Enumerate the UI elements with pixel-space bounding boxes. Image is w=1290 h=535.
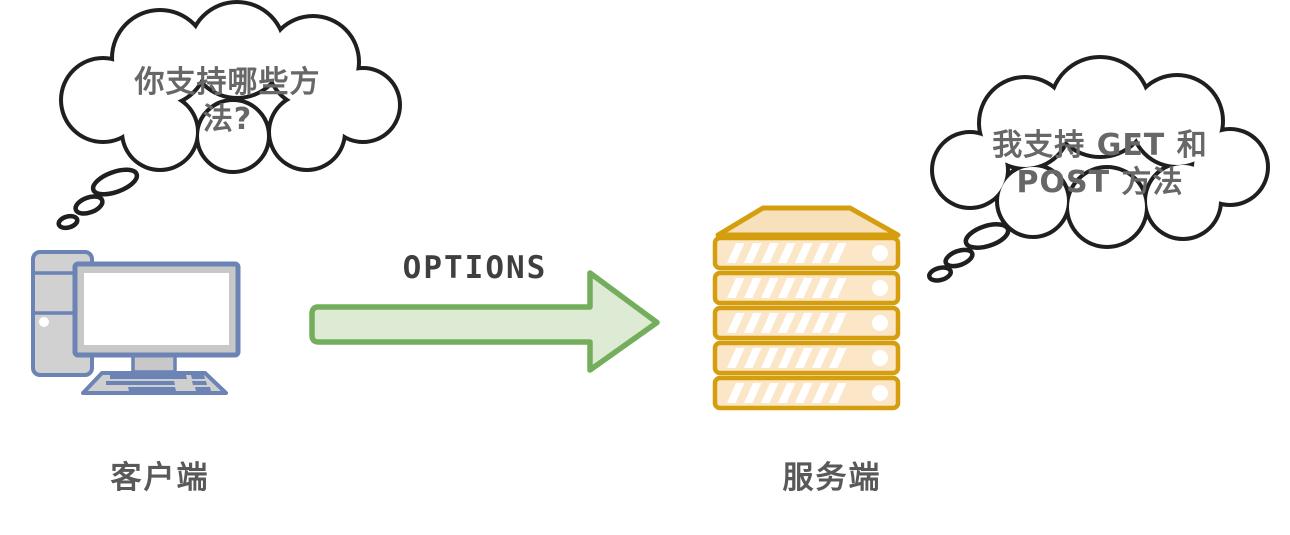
client-thought-text: 你支持哪些方 法?	[120, 64, 335, 138]
server-unit	[712, 375, 901, 411]
client-thought-line-1: 你支持哪些方	[134, 65, 321, 100]
client-thought-bubble-icon	[56, 0, 402, 231]
keyboard-keys	[106, 375, 211, 391]
server-thought-text: 我支持 GET 和 POST 方法	[980, 127, 1220, 201]
cloud-fill	[934, 59, 1266, 245]
server-unit	[712, 235, 901, 271]
client-computer-icon	[31, 250, 241, 395]
server-rack-icon	[712, 205, 901, 411]
thought-trail-bubbles	[927, 222, 1011, 283]
thought-trail-bubbles	[56, 167, 140, 231]
server-unit	[712, 305, 901, 341]
server-thought-line-1: 我支持 GET 和	[992, 128, 1208, 163]
server-units	[712, 235, 901, 411]
server-unit	[712, 340, 901, 376]
server-thought-bubble-icon	[927, 55, 1270, 283]
arrow-right-shape	[309, 270, 660, 373]
server-label: 服务端	[782, 460, 882, 496]
tower-power-button	[39, 317, 49, 327]
server-unit	[712, 270, 901, 306]
monitor-screen	[84, 273, 229, 345]
server-thought-line-2: POST 方法	[1016, 165, 1184, 200]
options-arrow-icon	[309, 270, 660, 373]
server-top-lid	[715, 205, 901, 238]
client-label: 客户端	[110, 460, 210, 496]
cloud-fill	[63, 4, 398, 170]
client-thought-line-2: 法?	[202, 102, 253, 137]
arrow-label: OPTIONS	[402, 250, 548, 286]
